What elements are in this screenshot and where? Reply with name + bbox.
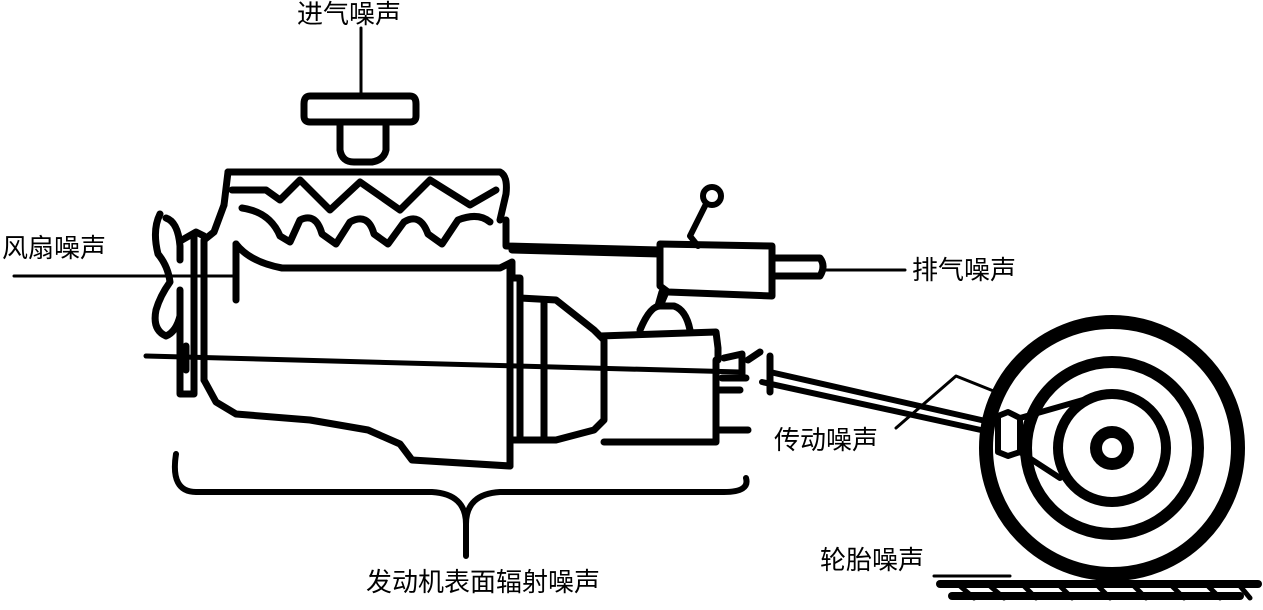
exhaust-system — [512, 244, 823, 306]
intake-noise-label: 进气噪声 — [297, 2, 401, 28]
tire-noise-label: 轮胎噪声 — [820, 548, 924, 574]
driveshaft — [762, 372, 990, 432]
fan — [155, 214, 204, 394]
air-filter — [304, 96, 416, 162]
intake-manifold — [224, 172, 506, 244]
engine-centerline — [146, 356, 740, 372]
exhaust-noise-label: 排气噪声 — [912, 258, 1016, 284]
transmission-noise-label: 传动噪声 — [774, 428, 878, 454]
engine-block — [204, 205, 660, 466]
clutch-housing — [510, 278, 604, 440]
ground-hatching — [940, 584, 1258, 598]
engine-surface-noise-label: 发动机表面辐射噪声 — [366, 570, 600, 596]
wheel-assembly — [986, 322, 1238, 574]
fan-noise-label: 风扇噪声 — [2, 236, 106, 262]
engine-surface-brace — [175, 454, 747, 556]
shift-lever — [690, 187, 721, 246]
